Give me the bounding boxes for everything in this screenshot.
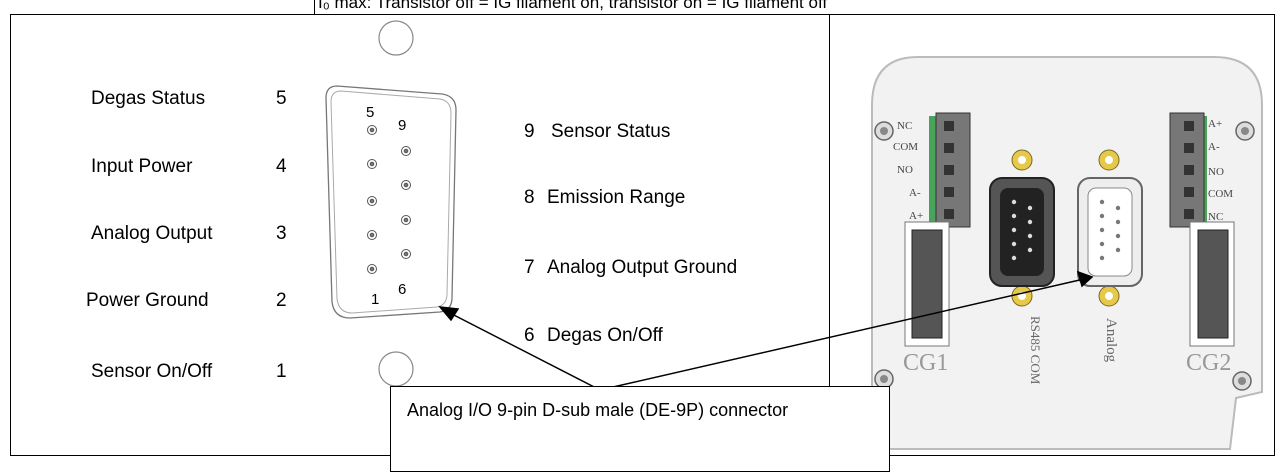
dsub-label-9: 9 — [398, 117, 406, 134]
pin-1-number: 1 — [276, 361, 287, 382]
dsub-label-1: 1 — [371, 291, 379, 308]
pin-5-number: 5 — [276, 88, 287, 109]
controller-photo — [871, 56, 1263, 450]
dsub-label-6: 6 — [398, 281, 406, 298]
right-terminal-label-2: A- — [1208, 141, 1220, 153]
left-terminal-label-1: NC — [897, 120, 912, 132]
mounting-hole-bottom — [378, 351, 414, 387]
right-terminal-label-5: NC — [1208, 211, 1223, 223]
pin-9-name: Sensor Status — [551, 121, 671, 142]
pin-5-name: Degas Status — [91, 88, 206, 109]
pin-6-name: Degas On/Off — [547, 325, 663, 346]
mounting-hole-top — [378, 20, 414, 56]
right-terminal-label-1: A+ — [1208, 118, 1222, 130]
header-text: I₀ max: Transistor off = IG filament on,… — [318, 0, 828, 12]
pin-2-name: Power Ground — [86, 290, 209, 311]
com-label: RS485 COM — [1028, 316, 1043, 385]
pin-3-name: Analog Output — [91, 223, 213, 244]
pin-4-number: 4 — [276, 156, 287, 177]
pin-7-number: 7 — [524, 257, 535, 278]
pin-8-name: Emission Range — [547, 187, 686, 208]
pin-6-number: 6 — [524, 325, 535, 346]
callout-arrows — [438, 270, 1094, 391]
pin-3-number: 3 — [276, 223, 287, 244]
photo-panel — [829, 14, 1275, 456]
cg1-label: CG1 — [903, 350, 948, 376]
left-terminal-label-5: A+ — [909, 210, 923, 222]
dsub-connector-outline — [325, 85, 457, 319]
pin-9-number: 9 — [524, 121, 535, 142]
header-strip: I₀ max: Transistor off = IG filament on,… — [0, 0, 1285, 14]
connector-callout: Analog I/O 9-pin D-sub male (DE-9P) conn… — [390, 386, 890, 472]
pin-2-number: 2 — [276, 290, 287, 311]
cg2-label: CG2 — [1186, 350, 1231, 376]
analog-label: Analog — [1103, 318, 1119, 363]
pin-8-number: 8 — [524, 187, 535, 208]
left-terminal-label-2: COM — [893, 141, 918, 153]
pin-7-name: Analog Output Ground — [547, 257, 738, 278]
left-terminal-label-4: A- — [909, 187, 921, 199]
dsub-label-5: 5 — [366, 104, 374, 121]
pin-1-name: Sensor On/Off — [91, 361, 213, 382]
left-terminal-label-3: NO — [897, 164, 913, 176]
pin-4-name: Input Power — [91, 156, 193, 177]
header-divider — [314, 0, 315, 14]
right-terminal-label-4: COM — [1208, 188, 1233, 200]
right-terminal-label-3: NO — [1208, 166, 1224, 178]
